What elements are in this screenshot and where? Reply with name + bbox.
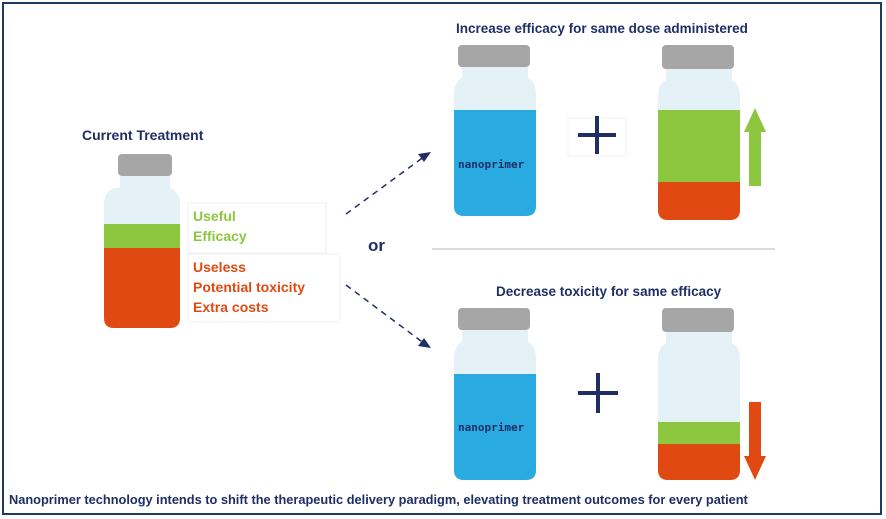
useless-label: Useless <box>193 259 246 275</box>
bottom-treatment-vial <box>658 308 740 480</box>
nanoprimer-liquid <box>454 110 536 216</box>
top-nanoprimer-label: nanoprimer <box>458 158 525 171</box>
efficacy-label: Efficacy <box>193 228 247 244</box>
top-plus-sign <box>567 116 627 157</box>
vial-cap <box>118 154 172 176</box>
toxicity-option-title: Decrease toxicity for same efficacy <box>496 284 722 299</box>
current-treatment-title: Current Treatment <box>82 127 204 143</box>
current-treatment-vial <box>104 154 180 328</box>
useful-label: Useful <box>193 208 236 224</box>
vial-cap <box>662 308 734 332</box>
arrow-to-efficacy <box>345 155 426 215</box>
useful-label-box <box>187 202 327 254</box>
efficacy-liquid-layer <box>104 224 180 248</box>
vial-cap <box>458 308 530 330</box>
arrow-to-toxicity <box>345 284 426 345</box>
efficacy-option-title: Increase efficacy for same dose administ… <box>456 21 748 36</box>
costs-label: Extra costs <box>193 299 269 315</box>
toxicity-liquid-layer <box>658 182 740 220</box>
increase-arrow-icon <box>744 108 766 186</box>
efficacy-liquid-layer <box>658 422 740 444</box>
vial-cap <box>458 45 530 67</box>
vial-cap <box>662 45 734 69</box>
top-treatment-vial <box>658 45 740 220</box>
arrow-head-down <box>418 338 431 348</box>
toxicity-liquid-layer <box>104 248 180 328</box>
bottom-plus-sign <box>578 373 618 413</box>
footer-statement: Nanoprimer technology intends to shift t… <box>9 492 748 507</box>
top-nanoprimer-vial <box>454 45 536 216</box>
nanoprimer-liquid <box>454 374 536 480</box>
dashed-arrows <box>345 155 426 345</box>
efficacy-liquid-layer <box>658 110 740 182</box>
decrease-arrow-icon <box>744 402 766 480</box>
toxicity-label: Potential toxicity <box>193 279 306 295</box>
useless-label-box <box>187 253 341 323</box>
bottom-nanoprimer-label: nanoprimer <box>458 421 525 434</box>
or-label: or <box>368 236 385 255</box>
bottom-nanoprimer-vial <box>454 308 536 480</box>
arrow-head-up <box>418 152 431 162</box>
toxicity-liquid-layer <box>658 444 740 480</box>
